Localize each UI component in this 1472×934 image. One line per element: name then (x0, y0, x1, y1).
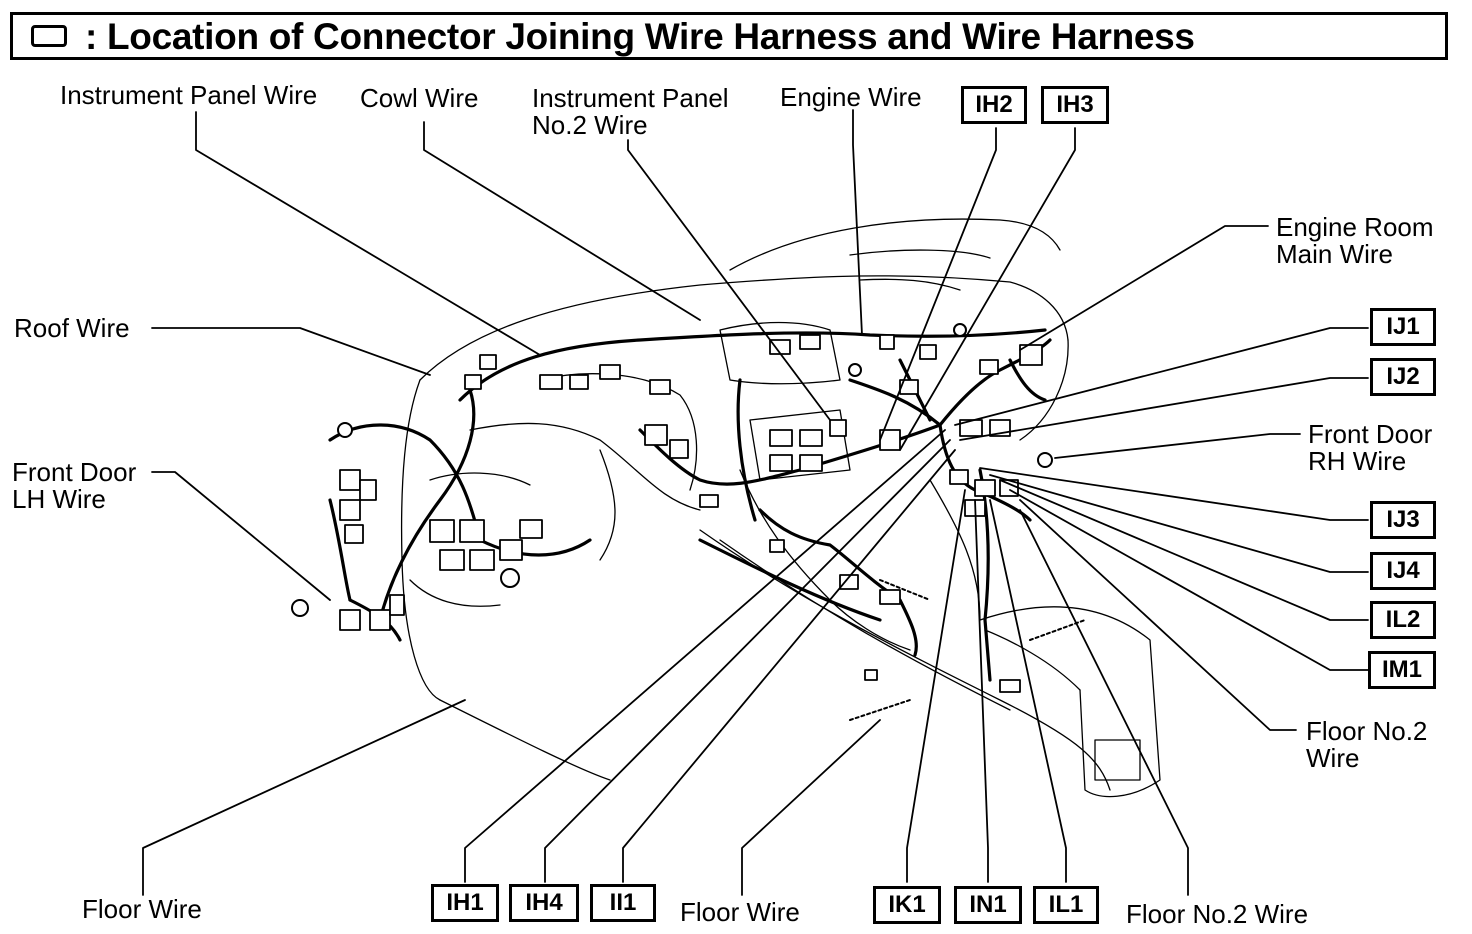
connector-ih1: IH1 (431, 884, 499, 922)
connector-im1: IM1 (1368, 651, 1436, 689)
connector-ij3: IJ3 (1370, 501, 1436, 539)
connector-ih2: IH2 (961, 86, 1027, 124)
label-instrument-panel-wire: Instrument Panel Wire (60, 80, 318, 110)
rectangle-icon (31, 25, 67, 47)
label-roof-wire: Roof Wire (14, 313, 130, 343)
connector-ik1: IK1 (873, 886, 941, 924)
label-instrument-panel-no2-wire-line1: Instrument Panel (532, 83, 729, 113)
connector-ih4: IH4 (509, 884, 579, 922)
connector-ij4: IJ4 (1370, 552, 1436, 590)
connector-ih3: IH3 (1041, 86, 1109, 124)
connector-blocks (339, 334, 1043, 693)
label-floor-wire-left: Floor Wire (82, 894, 202, 924)
label-floor-no2-wire-line2: Wire (1306, 743, 1360, 773)
connector-il1: IL1 (1033, 886, 1099, 924)
label-engine-room-main-wire-line2: Main Wire (1276, 239, 1394, 269)
label-front-door-lh-wire-line2: LH Wire (12, 484, 106, 514)
door-grommets (291, 323, 1053, 617)
connector-ij1: IJ1 (1370, 308, 1436, 346)
label-floor-no2-wire-bottom: Floor No.2 Wire (1126, 899, 1309, 929)
connector-in1: IN1 (954, 886, 1022, 924)
dashboard-outline (400, 218, 1161, 798)
connector-ij2: IJ2 (1370, 358, 1436, 396)
page-title: : Location of Connector Joining Wire Har… (85, 16, 1195, 57)
connector-ii1: II1 (590, 884, 656, 922)
label-instrument-panel-no2-wire-line2: No.2 Wire (532, 110, 648, 140)
connector-il2: IL2 (1370, 601, 1436, 639)
label-floor-no2-wire-line1: Floor No.2 (1306, 716, 1428, 746)
label-front-door-lh-wire-line1: Front Door (12, 457, 137, 487)
leader-lines (142, 109, 1369, 896)
label-cowl-wire: Cowl Wire (360, 83, 479, 113)
label-engine-wire: Engine Wire (780, 82, 922, 112)
label-front-door-rh-wire-line1: Front Door (1308, 419, 1433, 449)
label-front-door-rh-wire-line2: RH Wire (1308, 446, 1407, 476)
wire-harness-lines (328, 328, 1052, 682)
label-engine-room-main-wire-line1: Engine Room (1276, 212, 1434, 242)
title-bar: : Location of Connector Joining Wire Har… (10, 12, 1448, 60)
label-floor-wire-middle: Floor Wire (680, 897, 800, 927)
